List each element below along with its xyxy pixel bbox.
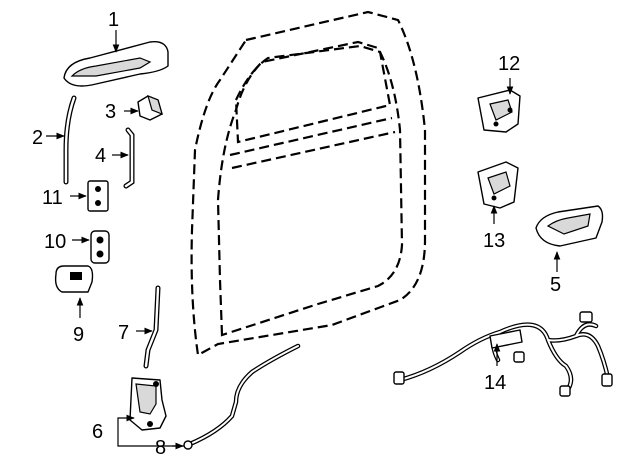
callout-1: 1 (108, 9, 119, 31)
callout-8: 8 (155, 437, 166, 459)
callout-6: 6 (92, 421, 103, 443)
lock-actuator-part-13 (477, 161, 519, 224)
lock-cylinder-part (124, 94, 163, 121)
callout-13: 13 (483, 230, 505, 252)
door-shell-outline (190, 10, 427, 357)
striker-part (54, 265, 94, 318)
outside-handle-part (63, 30, 169, 87)
latch-rod-part (136, 285, 161, 369)
lock-actuator-part-12 (477, 78, 521, 133)
door-latch-part (117, 377, 184, 447)
callout-9: 9 (73, 324, 84, 346)
callout-labels: 1 2 3 4 5 6 7 8 9 10 11 12 13 14 (32, 9, 561, 459)
callout-10: 10 (44, 231, 66, 253)
bracket-part-10 (72, 230, 110, 264)
callout-14: 14 (484, 372, 506, 394)
handle-rod-part (46, 95, 77, 185)
bracket-part-11 (70, 180, 109, 212)
wiring-harness-part (393, 311, 613, 397)
callout-2: 2 (32, 127, 43, 149)
inside-handle-part (535, 205, 604, 272)
callout-12: 12 (498, 53, 520, 75)
callout-4: 4 (95, 145, 106, 167)
callout-7: 7 (118, 322, 129, 344)
callout-11: 11 (42, 187, 63, 209)
callout-3: 3 (105, 101, 116, 123)
latch-cable-part (172, 343, 301, 450)
callout-5: 5 (550, 274, 561, 296)
lock-rod-part (112, 127, 135, 189)
